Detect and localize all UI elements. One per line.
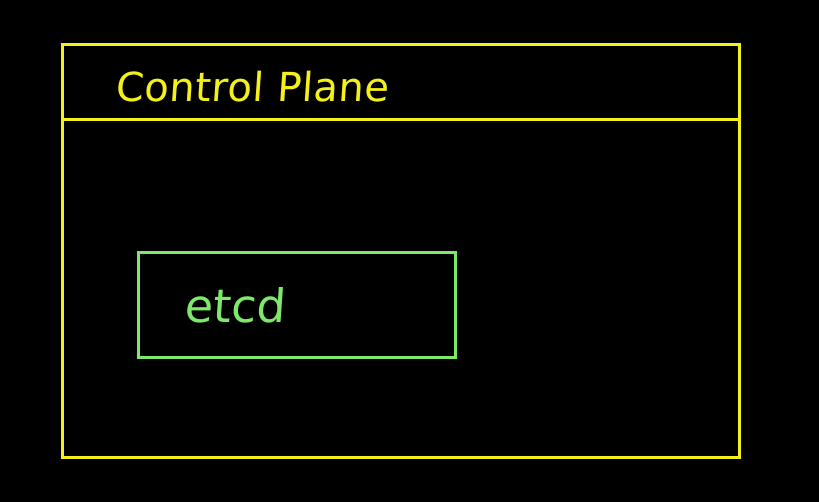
control-plane-box: Control Plane [61,43,741,459]
control-plane-header: Control Plane [64,46,738,121]
control-plane-title: Control Plane [114,65,392,111]
etcd-box: etcd [137,251,457,359]
etcd-label: etcd [183,279,288,333]
